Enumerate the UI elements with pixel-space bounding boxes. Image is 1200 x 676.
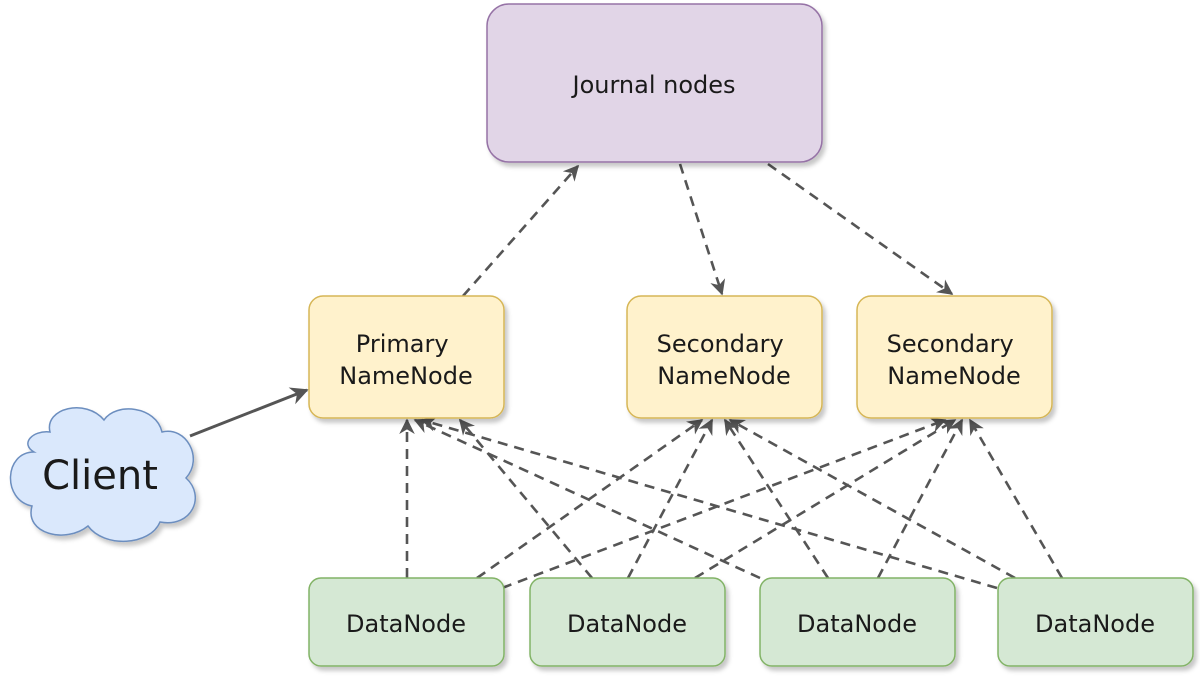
client-label: Client bbox=[42, 453, 158, 499]
secondary-namenode-2[interactable]: Secondary NameNode bbox=[856, 295, 1053, 419]
client-cloud[interactable]: Client bbox=[9, 407, 196, 542]
edge-dn3-to-secondary-1 bbox=[723, 418, 830, 579]
edge-dn4-to-secondary-2 bbox=[968, 418, 1064, 579]
datanode-2[interactable]: DataNode bbox=[529, 577, 726, 667]
edge-dn2-to-primary bbox=[458, 418, 593, 579]
svg-text:Secondary NameNode: Secondary NameNode bbox=[887, 330, 1022, 390]
secondary-namenode-2-line2: NameNode bbox=[887, 362, 1020, 390]
svg-text:Secondary NameNode: Secondary NameNode bbox=[657, 330, 792, 390]
edge-journal-to-secondary-1 bbox=[678, 163, 726, 296]
secondary-namenode-1-line2: NameNode bbox=[657, 362, 790, 390]
edge-dn4-to-primary bbox=[420, 416, 998, 590]
secondary-namenode-1[interactable]: Secondary NameNode bbox=[626, 295, 823, 419]
journal-nodes-label: Journal nodes bbox=[570, 71, 735, 99]
datanode-3-label: DataNode bbox=[797, 610, 917, 638]
primary-namenode-line1: Primary bbox=[356, 330, 449, 358]
edge-dn4-to-secondary-1 bbox=[728, 418, 1016, 580]
edges bbox=[189, 162, 1064, 590]
secondary-namenode-2-line1: Secondary bbox=[887, 330, 1014, 358]
datanode-4-label: DataNode bbox=[1035, 610, 1155, 638]
primary-namenode-line2: NameNode bbox=[339, 362, 472, 390]
edge-client-to-primary bbox=[189, 387, 309, 438]
edge-journal-to-secondary-2 bbox=[767, 162, 954, 296]
datanode-1-label: DataNode bbox=[346, 610, 466, 638]
primary-namenode[interactable]: Primary NameNode bbox=[308, 295, 505, 419]
edge-dn1-to-secondary-2 bbox=[501, 417, 947, 590]
datanode-1[interactable]: DataNode bbox=[308, 577, 505, 667]
edge-primary-to-journal bbox=[462, 164, 580, 297]
edge-dn2-to-secondary-1 bbox=[626, 418, 714, 579]
secondary-namenode-1-line1: Secondary bbox=[657, 330, 784, 358]
datanode-3[interactable]: DataNode bbox=[759, 577, 956, 667]
edge-dn3-to-secondary-2 bbox=[876, 418, 964, 579]
datanode-4[interactable]: DataNode bbox=[997, 577, 1194, 667]
edge-dn2-to-secondary-2 bbox=[694, 418, 957, 580]
edge-dn3-to-primary bbox=[413, 418, 761, 580]
journal-nodes[interactable]: Journal nodes bbox=[486, 3, 823, 163]
svg-text:Primary NameNode: Primary NameNode bbox=[339, 330, 472, 390]
datanode-2-label: DataNode bbox=[567, 610, 687, 638]
